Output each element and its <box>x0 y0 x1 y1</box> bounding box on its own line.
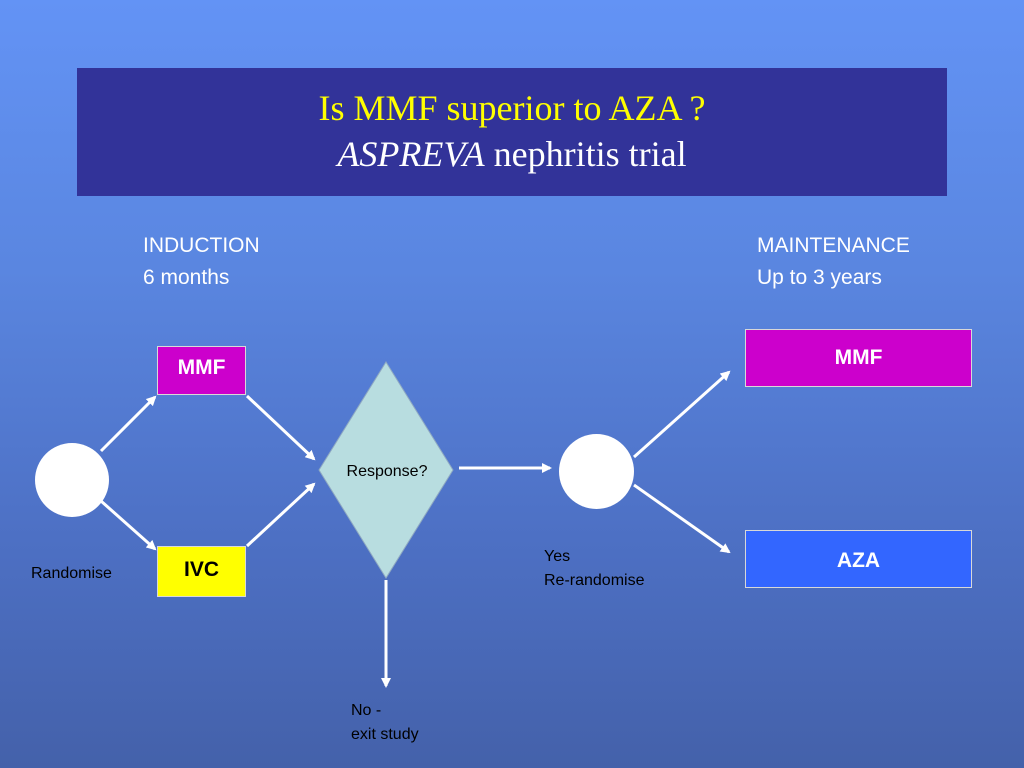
yes-rerandomise-label: Yes Re-randomise <box>544 545 644 593</box>
rerandomise-node <box>559 434 634 509</box>
title-trial-name: ASPREVA <box>337 134 485 174</box>
title-question: Is MMF superior to AZA ? <box>318 88 706 128</box>
induction-ivc-box: IVC <box>157 546 246 597</box>
no-exit-label: No - exit study <box>351 699 419 747</box>
no-label: No - <box>351 702 382 719</box>
induction-title: INDUCTION <box>143 234 260 257</box>
induction-mmf-box: MMF <box>157 346 246 395</box>
maintenance-duration: Up to 3 years <box>757 266 882 289</box>
rerandomise-label: Re-randomise <box>544 572 645 589</box>
response-label: Response? <box>346 463 428 480</box>
arrow-rerandomise-to-mmf <box>632 370 731 459</box>
decision-diamond <box>318 361 454 579</box>
arrow-randomise-to-ivc <box>100 499 157 551</box>
arrow-ivc-to-response <box>245 482 316 548</box>
exit-study-label: exit study <box>351 726 419 743</box>
randomise-label: Randomise <box>31 565 112 582</box>
induction-duration: 6 months <box>143 266 230 289</box>
yes-label: Yes <box>544 548 571 565</box>
maintenance-phase-label: MAINTENANCE Up to 3 years <box>757 230 910 294</box>
arrow-rerandomise-to-aza <box>633 483 731 554</box>
title-banner: Is MMF superior to AZA ? ASPREVA nephrit… <box>77 68 947 196</box>
title-subtitle-rest: nephritis trial <box>484 134 687 174</box>
maintenance-mmf-box: MMF <box>745 329 972 387</box>
maintenance-title: MAINTENANCE <box>757 234 910 257</box>
maintenance-aza-box: AZA <box>745 530 972 588</box>
arrow-randomise-to-mmf <box>99 395 157 453</box>
title-subtitle: ASPREVA nephritis trial <box>77 131 947 177</box>
randomise-node <box>35 443 109 517</box>
arrow-mmf-to-response <box>245 394 316 461</box>
induction-phase-label: INDUCTION 6 months <box>143 230 260 294</box>
